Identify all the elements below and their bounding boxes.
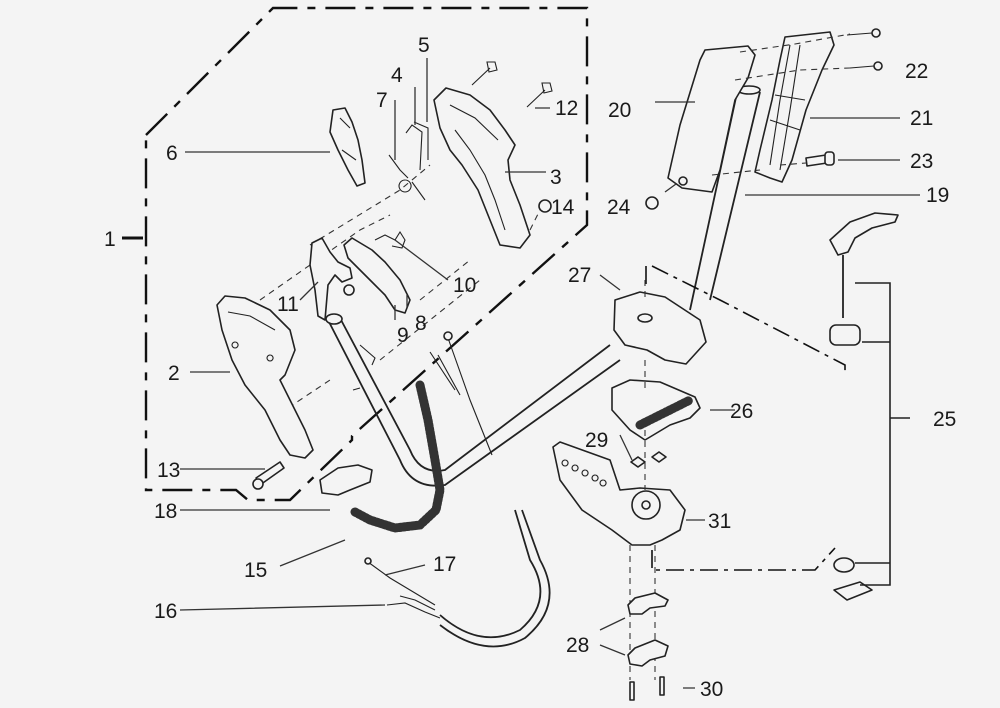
leader-lines xyxy=(179,58,920,689)
label-15: 15 xyxy=(244,559,267,582)
part-11-throttle-lever xyxy=(309,237,353,321)
part-14-nut xyxy=(538,199,552,213)
part-29-nut-b xyxy=(651,451,667,463)
part-31-bracket xyxy=(552,441,686,546)
part-22-screw-b xyxy=(849,65,875,69)
handlebar-tube xyxy=(327,317,621,487)
part-20-hole xyxy=(678,176,688,186)
throttle-cable-sheath xyxy=(439,509,551,648)
part-17-cable xyxy=(367,561,436,606)
part-12-screw-b xyxy=(526,82,553,108)
wire-harness xyxy=(429,337,493,456)
label-9: 9 xyxy=(397,324,409,347)
label-10: 10 xyxy=(453,274,476,297)
label-11: 11 xyxy=(277,293,299,316)
alignment-lines-clamp xyxy=(629,280,656,680)
label-16: 16 xyxy=(154,600,177,623)
label-20: 20 xyxy=(608,99,631,122)
label-17: 17 xyxy=(433,553,456,576)
part-27-clamp-upper xyxy=(613,291,707,365)
label-1: 1 xyxy=(104,228,116,251)
label-28: 28 xyxy=(566,634,589,657)
part-18-clip xyxy=(319,464,373,496)
label-13: 13 xyxy=(157,459,180,482)
label-8: 8 xyxy=(415,312,427,335)
part-labels: 1 2 3 4 5 6 7 8 9 10 11 12 13 14 15 16 1… xyxy=(104,34,956,701)
label-29: 29 xyxy=(585,429,608,452)
assembly-1-boundary xyxy=(144,6,589,502)
part-9-washer xyxy=(343,284,355,296)
label-18: 18 xyxy=(154,500,177,523)
part-3-handle-half xyxy=(433,87,531,249)
wire-end xyxy=(443,331,453,341)
part-17-cable-end xyxy=(364,557,372,565)
part-3-detail xyxy=(449,104,506,231)
handlebar-detail xyxy=(352,344,376,391)
part-21-detail xyxy=(769,44,806,171)
part-25-washer xyxy=(833,581,873,601)
alignment-line-27-25 xyxy=(645,265,846,375)
label-26: 26 xyxy=(730,400,753,423)
part-25-spacer xyxy=(829,324,861,346)
label-21: 21 xyxy=(910,107,933,130)
part-27-hole xyxy=(637,313,653,323)
part-28-clamp-b xyxy=(627,639,669,667)
part-28-clamp-a xyxy=(627,592,669,615)
label-24: 24 xyxy=(607,196,631,219)
label-14: 14 xyxy=(551,196,575,219)
part-4-spring-wire xyxy=(405,124,423,171)
label-5: 5 xyxy=(418,34,430,57)
label-12: 12 xyxy=(555,97,578,120)
label-4: 4 xyxy=(391,64,403,87)
label-27: 27 xyxy=(568,264,591,287)
part-25-nut xyxy=(833,557,855,573)
alignment-line-31-25 xyxy=(651,547,836,571)
handlebar-tube-end xyxy=(325,313,343,325)
part-20-grip-half xyxy=(667,45,756,193)
label-2: 2 xyxy=(168,362,180,385)
part-25-clamp-lever xyxy=(829,212,899,256)
part-30-screw-a xyxy=(629,681,635,701)
part-23-bolt-head xyxy=(824,151,835,166)
part-31-hole xyxy=(641,500,651,510)
part-30-screw-b xyxy=(659,676,665,696)
part-2-detail xyxy=(227,311,276,362)
part-6-lock-lever xyxy=(329,107,366,187)
alignment-lines-grip xyxy=(711,33,851,176)
part-24-nut xyxy=(645,196,659,210)
part-16-wire-connectors xyxy=(386,595,441,619)
label-23: 23 xyxy=(910,150,933,173)
part-13-screw-head xyxy=(252,478,264,490)
part-26-teeth xyxy=(635,395,695,430)
label-7: 7 xyxy=(376,89,388,112)
alignment-lines-1 xyxy=(259,164,541,421)
label-6: 6 xyxy=(166,142,178,165)
part-25-bracket xyxy=(855,282,910,586)
part-2-handle-half xyxy=(216,295,314,459)
part-10-spring xyxy=(374,230,406,249)
part-5-spring-wire xyxy=(413,121,429,160)
label-3: 3 xyxy=(550,166,562,189)
part-29-nut-a xyxy=(630,456,646,468)
part-22-screw-a-head xyxy=(871,28,881,38)
part-6-detail xyxy=(339,117,357,161)
part-12-screw-a xyxy=(471,61,498,86)
label-22: 22 xyxy=(905,60,928,83)
part-22-screw-b-head xyxy=(873,61,883,71)
part-7-spring xyxy=(388,154,426,201)
label-19: 19 xyxy=(926,184,949,207)
part-23-bolt xyxy=(805,154,828,167)
part-8-trigger xyxy=(343,237,411,314)
label-25: 25 xyxy=(933,408,956,431)
part-15-hose xyxy=(350,380,445,533)
part-31-holes xyxy=(561,459,607,487)
label-31: 31 xyxy=(708,510,731,533)
part-22-screw-a xyxy=(846,32,873,36)
part-26-clamp-lower xyxy=(611,379,701,441)
label-30: 30 xyxy=(700,678,723,701)
